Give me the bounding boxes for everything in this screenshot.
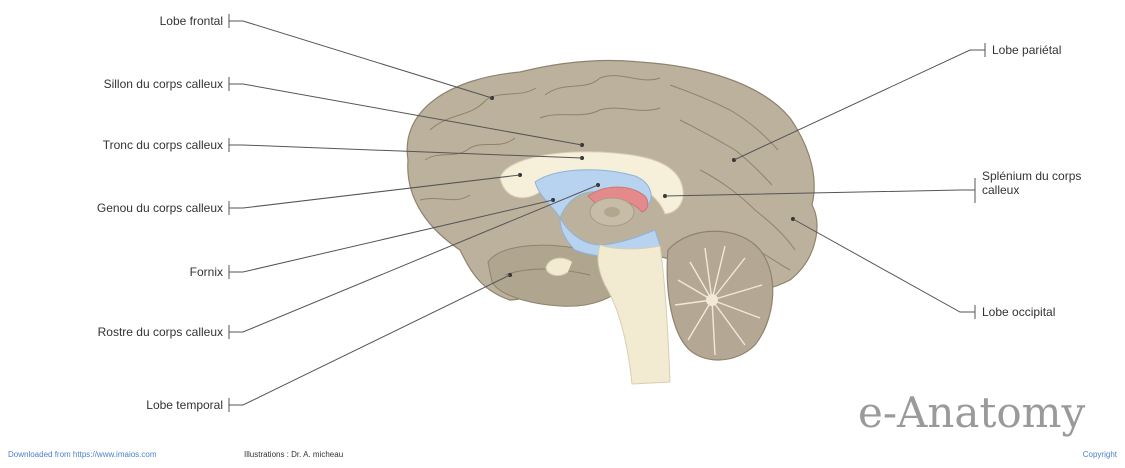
brainstem: [598, 245, 670, 384]
e-anatomy-logo: e-Anatomy: [858, 388, 1085, 437]
footer-download-link[interactable]: Downloaded from https://www.imaios.com: [8, 450, 157, 459]
cerebellum: [667, 231, 773, 360]
label-splenium-line2: calleux: [982, 183, 1019, 197]
label-lobe-parietal: Lobe pariétal: [992, 43, 1061, 57]
footer-copyright-link[interactable]: Copyright: [1083, 450, 1117, 459]
label-sillon-corps-calleux: Sillon du corps calleux: [104, 77, 223, 91]
label-lobe-occipital: Lobe occipital: [982, 305, 1055, 319]
label-rostre-corps-calleux: Rostre du corps calleux: [98, 325, 223, 339]
label-splenium-line1: Splénium du corps: [982, 169, 1081, 183]
label-fornix: Fornix: [190, 265, 223, 279]
label-splenium-corps-calleux: Splénium du corps calleux: [982, 169, 1081, 197]
label-tronc-corps-calleux: Tronc du corps calleux: [103, 138, 223, 152]
footer-illustrations-credit: Illustrations : Dr. A. micheau: [244, 450, 343, 459]
label-lobe-temporal: Lobe temporal: [146, 398, 223, 412]
label-genou-corps-calleux: Genou du corps calleux: [97, 201, 223, 215]
label-lobe-frontal: Lobe frontal: [160, 14, 223, 28]
